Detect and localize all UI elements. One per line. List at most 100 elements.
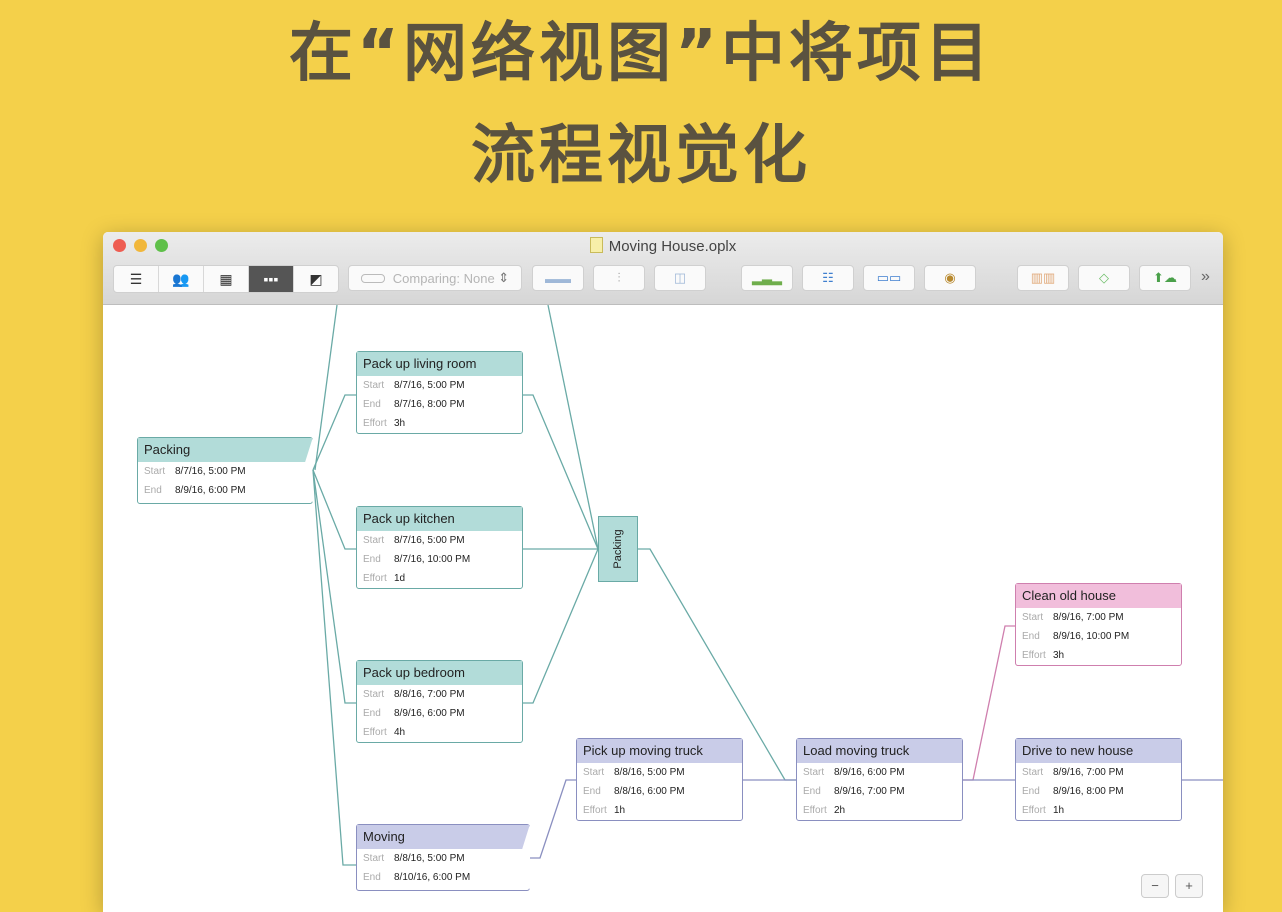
effort-label: Effort <box>363 573 387 584</box>
start-value: 8/7/16, 5:00 PM <box>394 380 465 391</box>
zoom-out-button[interactable]: − <box>1141 874 1169 898</box>
start-value: 8/8/16, 5:00 PM <box>614 767 685 778</box>
styles-view-icon[interactable]: ◩ <box>309 270 323 287</box>
start-label: Start <box>1022 767 1044 778</box>
task-title: Pack up living room <box>357 352 522 376</box>
start-label: Start <box>363 535 385 546</box>
view-mode-segmented-control[interactable]: ☰ 👥 ▦ ▪▪▪ ◩ <box>113 265 339 293</box>
dependency-line <box>314 305 338 471</box>
dependency-line <box>312 469 356 550</box>
end-value: 8/9/16, 8:00 PM <box>1053 786 1124 797</box>
task-title: Pick up moving truck <box>577 739 742 763</box>
comparing-label: Comparing: None <box>392 270 495 286</box>
effort-value: 1h <box>1053 805 1065 816</box>
minimize-button[interactable] <box>134 239 147 252</box>
end-label: End <box>363 872 381 883</box>
zoom-window-button[interactable] <box>155 239 168 252</box>
document-icon <box>589 237 603 253</box>
headline-line-1: 在“网络视图”中将项目 <box>288 17 994 91</box>
headline-line-2: 流程视觉化 <box>471 119 811 193</box>
dependency-line <box>312 469 356 704</box>
outline-view-icon[interactable]: ☰ <box>114 266 159 292</box>
resources-view-icon[interactable]: 👥 <box>159 266 204 292</box>
effort-value: 3h <box>394 418 406 429</box>
dependency-line <box>312 469 356 866</box>
zoom-in-button[interactable]: + <box>1175 874 1203 898</box>
start-value: 8/7/16, 5:00 PM <box>394 535 465 546</box>
publish-cloud-icon[interactable]: ⬆☁ <box>1139 265 1191 291</box>
connect-tasks-button[interactable]: ▬▬ <box>532 265 584 291</box>
task-title: Pack up kitchen <box>357 507 522 531</box>
window-title: Moving House.oplx <box>103 237 1223 255</box>
network-view-icon[interactable]: ▪▪▪ <box>249 266 294 292</box>
camera-icon[interactable]: ◉ <box>924 265 976 291</box>
task-title: Packing <box>138 438 312 462</box>
task-title: Pack up bedroom <box>357 661 522 685</box>
app-window: Moving House.oplx ☰ 👥 ▦ ▪▪▪ ◩ Comparing:… <box>103 232 1223 912</box>
task-end-row: End 8/7/16, 8:00 PM <box>357 395 522 414</box>
level-icon[interactable]: ▂▃▂ <box>741 265 793 291</box>
start-value: 8/9/16, 6:00 PM <box>834 767 905 778</box>
comparing-select[interactable]: Comparing: None ⇕ <box>348 265 522 291</box>
close-button[interactable] <box>113 239 126 252</box>
end-label: End <box>363 708 381 719</box>
dependency-line <box>530 779 576 859</box>
columns-icon[interactable]: ▥▥ <box>1017 265 1069 291</box>
effort-value: 3h <box>1053 650 1065 661</box>
task-end-row: End 8/9/16, 6:00 PM <box>138 481 312 500</box>
end-value: 8/9/16, 6:00 PM <box>175 485 246 496</box>
end-value: 8/9/16, 6:00 PM <box>394 708 465 719</box>
track-changes-icon[interactable]: ▭▭ <box>863 265 915 291</box>
start-label: Start <box>583 767 605 778</box>
end-value: 8/8/16, 6:00 PM <box>614 786 685 797</box>
effort-label: Effort <box>1022 805 1046 816</box>
task-effort-row: Effort 1d <box>357 569 522 588</box>
milestone-button[interactable]: ⫶ <box>593 265 645 291</box>
start-label: Start <box>363 689 385 700</box>
toolbar-overflow-icon[interactable]: » <box>1201 268 1210 285</box>
end-label: End <box>363 399 381 410</box>
title-bar: Moving House.oplx ☰ 👥 ▦ ▪▪▪ ◩ Comparing:… <box>103 232 1223 305</box>
task-effort-row: Effort 3h <box>1016 646 1181 665</box>
diamond-icon[interactable]: ◇ <box>1078 265 1130 291</box>
effort-value: 1d <box>394 573 406 584</box>
end-label: End <box>144 485 162 496</box>
start-value: 8/9/16, 7:00 PM <box>1053 612 1124 623</box>
split-task-icon[interactable]: ☷ <box>802 265 854 291</box>
task-title: Clean old house <box>1016 584 1181 608</box>
end-value: 8/7/16, 8:00 PM <box>394 399 465 410</box>
start-label: Start <box>803 767 825 778</box>
effort-label: Effort <box>1022 650 1046 661</box>
calendar-view-icon[interactable]: ▦ <box>204 266 249 292</box>
end-label: End <box>363 554 381 565</box>
dependency-line <box>523 394 599 550</box>
effort-value: 2h <box>834 805 846 816</box>
group-button[interactable]: ◫ <box>654 265 706 291</box>
start-value: 8/7/16, 5:00 PM <box>175 466 246 477</box>
task-title: Moving <box>357 825 529 849</box>
packing-milestone[interactable]: Packing <box>598 516 638 582</box>
effort-value: 4h <box>394 727 406 738</box>
